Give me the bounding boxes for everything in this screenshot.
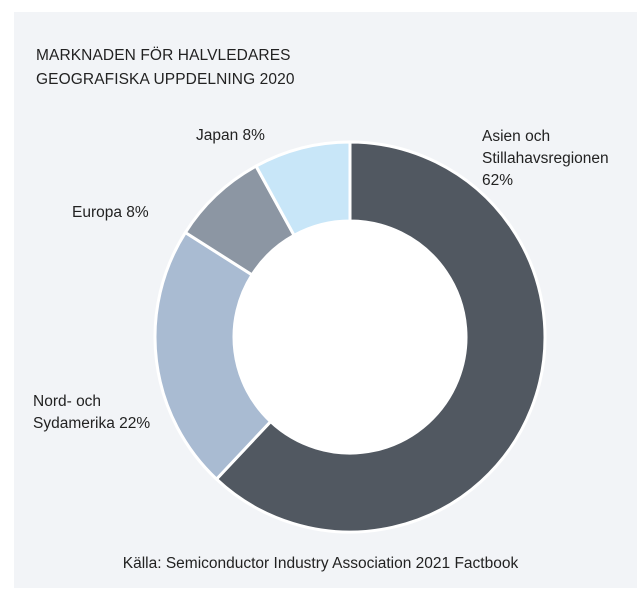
title-line-2: GEOGRAFISKA UPPDELNING 2020 xyxy=(36,71,295,88)
slice-americas xyxy=(153,231,273,481)
chart-title: MARKNADEN FÖR HALVLEDARES GEOGRAFISKA UP… xyxy=(36,44,295,92)
donut-hole xyxy=(235,222,465,452)
title-line-1: MARKNADEN FÖR HALVLEDARES xyxy=(36,47,291,64)
slice-japan xyxy=(254,140,352,237)
slice-label-asia-line-3: 62% xyxy=(482,172,514,189)
slice-label-asia: Asien och Stillahavsregionen 62% xyxy=(482,126,609,192)
chart-source: Källa: Semiconductor Industry Associatio… xyxy=(122,555,519,572)
slice-label-americas-line-1: Nord- och xyxy=(33,393,102,410)
slice-label-europe-line-1: Europa 8% xyxy=(72,204,149,221)
slice-asia xyxy=(215,140,547,534)
slice-label-japan-line-1: Japan 8% xyxy=(196,127,265,144)
slice-label-americas-line-2: Sydamerika 22% xyxy=(33,415,151,432)
slice-label-europe: Europa 8% xyxy=(72,202,149,224)
slice-label-japan: Japan 8% xyxy=(196,125,265,147)
slice-label-asia-line-1: Asien och xyxy=(482,128,551,145)
slice-label-asia-line-2: Stillahavsregionen xyxy=(482,150,609,167)
slice-label-americas: Nord- och Sydamerika 22% xyxy=(33,391,150,435)
